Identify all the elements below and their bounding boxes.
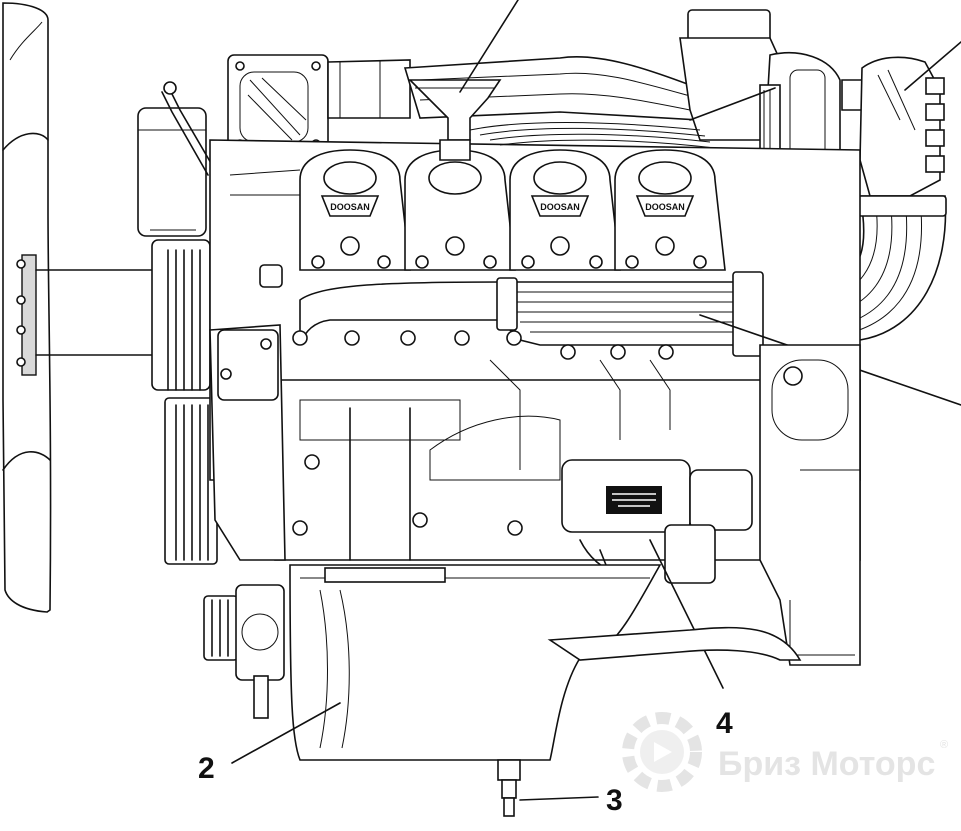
exhaust-manifold	[299, 271, 961, 406]
callout-3: 3	[606, 784, 623, 817]
gear-logo-icon	[622, 712, 702, 792]
valve-cover-4-brand: DOOSAN	[645, 202, 685, 212]
watermark-text: Бриз Моторс	[718, 745, 935, 783]
flywheel-housing	[759, 344, 861, 666]
pulley-grooves-lower	[175, 404, 209, 561]
valve-cover-3: DOOSAN	[509, 149, 621, 271]
callout-4: 4	[716, 707, 733, 740]
valve-cover-3-brand: DOOSAN	[540, 202, 580, 212]
callout-labels: 2 3 4	[198, 707, 733, 817]
valve-cover-1-brand: DOOSAN	[330, 202, 370, 212]
watermark: Бриз Моторс ®	[622, 712, 948, 792]
valve-cover-1: DOOSAN	[299, 149, 411, 271]
fuel-injector-lines	[469, 87, 776, 149]
drain-plug	[497, 759, 599, 817]
pulley-grooves-upper	[167, 249, 201, 391]
valve-cover-4: DOOSAN	[614, 149, 726, 271]
head-bolts	[311, 255, 707, 269]
oil-pan	[231, 564, 802, 764]
watermark-registered-mark: ®	[940, 739, 948, 751]
manifold-ports	[292, 330, 674, 360]
oil-filter	[137, 81, 223, 237]
air-intake-housing	[227, 54, 411, 156]
timing-cover	[209, 264, 286, 561]
callout-2: 2	[198, 752, 215, 785]
cooling-fan	[2, 2, 161, 613]
valve-cover-2	[404, 139, 516, 271]
starter-motor	[561, 459, 753, 689]
belt-pulleys	[151, 239, 285, 719]
